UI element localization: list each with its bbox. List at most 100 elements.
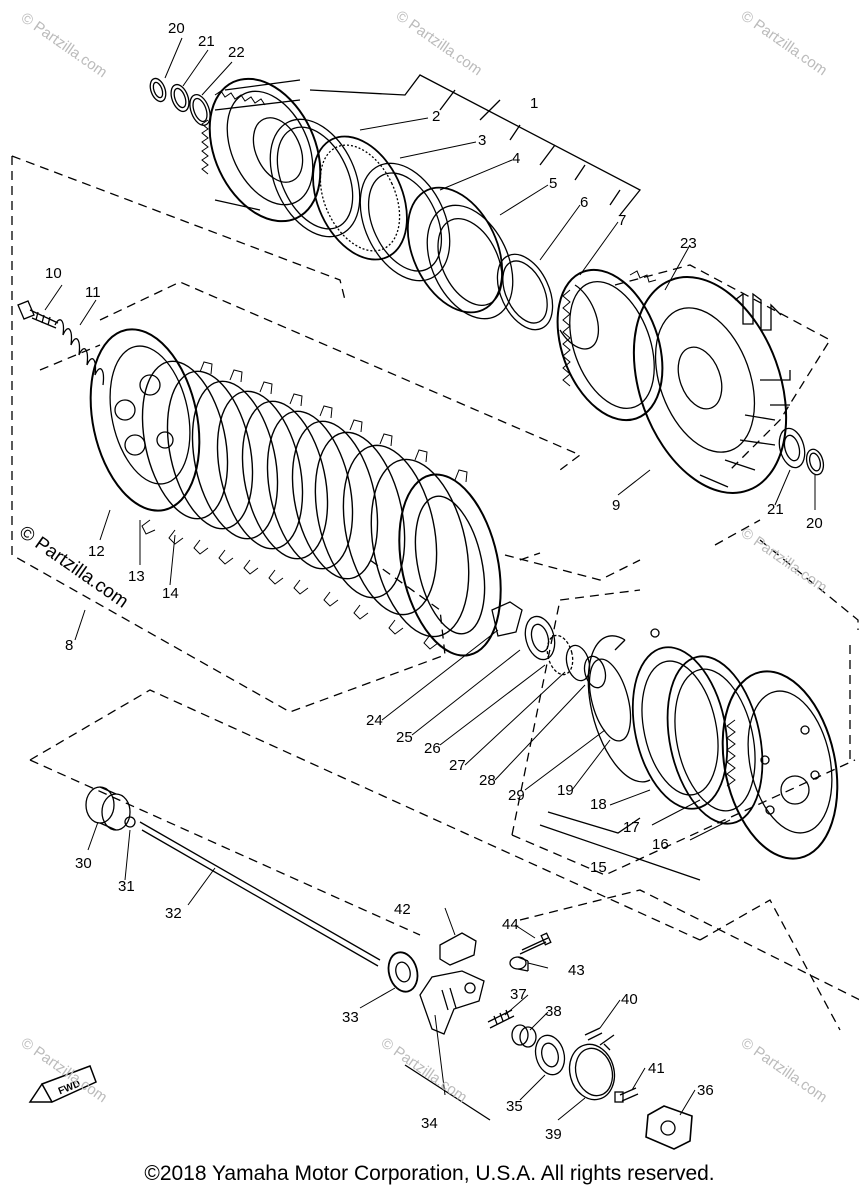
- circlip-29: [588, 658, 632, 742]
- callout-33: 33: [342, 1009, 359, 1026]
- watermark: © Partzilla.com: [393, 7, 486, 79]
- callout-4: 4: [512, 150, 520, 167]
- callout-14: 14: [162, 585, 179, 602]
- bushing-5: [406, 186, 514, 320]
- callout-2: 2: [432, 108, 440, 125]
- callout-36: 36: [697, 1082, 714, 1099]
- plate-17: [666, 655, 764, 825]
- dashed-outline-group-8: [11, 155, 582, 713]
- push-rod-32: [139, 821, 381, 967]
- bracket-line-15-top: [547, 811, 641, 834]
- callout-6: 6: [580, 194, 588, 211]
- callout-20-top: 20: [168, 20, 185, 37]
- callout-35: 35: [506, 1098, 523, 1115]
- gear-23: [556, 268, 664, 422]
- callout-42: 42: [394, 901, 411, 918]
- dashed-outline-shaft-group: [29, 689, 859, 1031]
- dashed-outline-group-9: [504, 264, 859, 630]
- bracket-line-15: [539, 824, 701, 881]
- callout-44: 44: [502, 916, 519, 933]
- callout-21-top: 21: [198, 33, 215, 50]
- callout-26: 26: [424, 740, 441, 757]
- watermark: © Partzilla.com: [738, 7, 831, 79]
- callout-41: 41: [648, 1060, 665, 1077]
- bracket-line-1: [309, 74, 642, 216]
- callout-18: 18: [590, 796, 607, 813]
- callout-34: 34: [421, 1115, 438, 1132]
- callout-21-right: 21: [767, 501, 784, 518]
- callout-16: 16: [652, 836, 669, 853]
- callout-40: 40: [621, 991, 638, 1008]
- callout-9: 9: [612, 497, 620, 514]
- clutch-housing-9: [632, 276, 791, 494]
- callout-15: 15: [590, 859, 607, 876]
- circlip-20-right: [805, 448, 825, 476]
- washer-21-top: [170, 83, 190, 113]
- screw-37: [487, 1009, 515, 1029]
- callout-5: 5: [549, 175, 557, 192]
- callout-3: 3: [478, 132, 486, 149]
- screw-40: [584, 1027, 603, 1041]
- watermark: © Partzilla.com: [738, 1034, 831, 1106]
- clutch-housing-top: [201, 77, 322, 223]
- bolt-10: [17, 300, 59, 329]
- dashed-outline-group-15: [511, 589, 856, 876]
- circlip-20-top: [149, 77, 167, 103]
- callout-28: 28: [479, 772, 496, 789]
- callout-30: 30: [75, 855, 92, 872]
- bracket-ticks-1: [439, 89, 621, 206]
- clutch-exploded-diagram: FWD © Partzilla.com © Partzilla.com © Pa…: [11, 7, 859, 1150]
- friction-plate-stack: [141, 360, 502, 657]
- washer-35: [534, 1034, 566, 1076]
- push-lever-34: [419, 970, 485, 1035]
- screw-41: [614, 1087, 639, 1103]
- ball-31: [124, 816, 136, 828]
- callout-22: 22: [228, 44, 245, 61]
- washer-25: [524, 615, 556, 661]
- callout-32: 32: [165, 905, 182, 922]
- callout-11: 11: [85, 284, 101, 301]
- bushing-30: [85, 786, 131, 831]
- bearing-26: [546, 634, 574, 676]
- callout-24: 24: [366, 712, 383, 729]
- leader-lines: [44, 37, 816, 1121]
- ring-4: [359, 162, 451, 282]
- washer-21-right: [778, 427, 806, 469]
- callout-8: 8: [65, 637, 73, 654]
- part-42: [439, 932, 477, 966]
- callout-1: 1: [530, 95, 538, 112]
- callout-29: 29: [508, 787, 525, 804]
- washer-27: [565, 644, 591, 682]
- spring-11: [54, 319, 105, 386]
- callout-12: 12: [88, 543, 105, 560]
- callout-17: 17: [623, 819, 640, 836]
- callout-19: 19: [557, 782, 574, 799]
- callout-10: 10: [45, 265, 62, 282]
- callout-31: 31: [118, 878, 135, 895]
- ring-6: [496, 253, 554, 331]
- callout-27: 27: [449, 757, 466, 774]
- washer-22: [189, 94, 211, 126]
- adjuster-36: [645, 1105, 693, 1150]
- nut-38: [511, 1024, 537, 1048]
- callout-13: 13: [128, 568, 145, 585]
- wire-ring-19: [587, 628, 660, 783]
- watermark: © Partzilla.com: [738, 524, 831, 596]
- callout-43: 43: [568, 962, 585, 979]
- callout-20-right: 20: [806, 515, 823, 532]
- callout-39: 39: [545, 1126, 562, 1143]
- callout-labels: 1 2 3 4 5 6 7 8 9 10 11 12 13 14 15 16 1…: [45, 20, 823, 1143]
- callout-38: 38: [545, 1003, 562, 1020]
- clutch-boss-16: [721, 670, 839, 860]
- spring-39: [568, 1034, 616, 1101]
- callout-7: 7: [618, 212, 626, 229]
- cam-24: [491, 601, 523, 637]
- bolt-44: [519, 932, 552, 955]
- plug-43: [509, 956, 529, 972]
- oil-seal-33: [387, 951, 419, 993]
- copyright-notice: ©2018 Yamaha Motor Corporation, U.S.A. A…: [144, 1162, 715, 1185]
- bracket-line-34: [404, 1064, 491, 1121]
- watermarks: © Partzilla.com © Partzilla.com © Partzi…: [15, 7, 830, 1106]
- callout-25: 25: [396, 729, 413, 746]
- callout-37: 37: [510, 986, 527, 1003]
